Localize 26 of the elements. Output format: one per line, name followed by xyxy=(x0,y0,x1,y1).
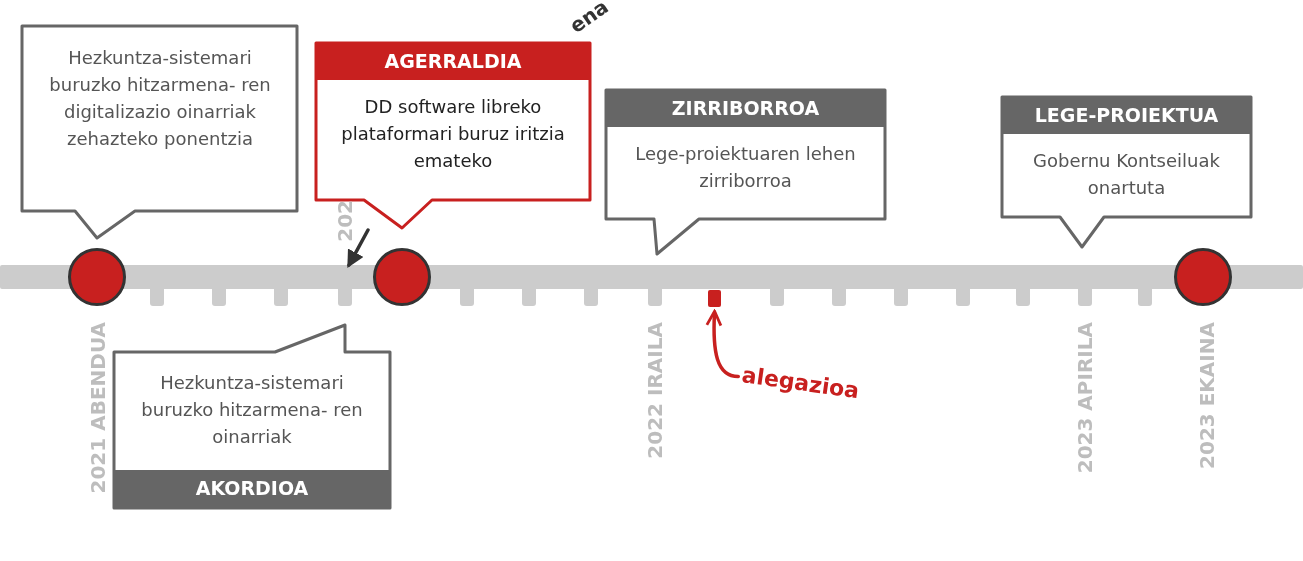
event-mark xyxy=(708,290,721,307)
date-label: 2023 APIRILA xyxy=(1073,322,1097,474)
arrow xyxy=(347,228,370,269)
callout-text: Lege-proiektuaren lehen zirriborroa xyxy=(634,142,857,193)
speech-bubble xyxy=(1000,95,1253,250)
callout-heading: AKORDIOA xyxy=(114,470,390,507)
callout-text: Hezkuntza-sistemari buruzko hitzarmena- ren digitalizazio oinarriak zehazteko ponentzia xyxy=(48,46,272,151)
callout-heading: ZIRRIBORROA xyxy=(606,90,885,127)
callout-text: Gobernu Kontseiluak onartuta xyxy=(1032,149,1221,200)
timeline-marker xyxy=(68,248,126,306)
callout-text: DD software libreko plataformari buruz iritzia emateko xyxy=(340,95,566,173)
annotation-text: ena xyxy=(565,0,613,38)
annotation-text: alegazioa xyxy=(740,362,861,404)
date-label: 202 xyxy=(333,200,357,242)
timeline-marker xyxy=(1174,248,1232,306)
callout-heading: AGERRALDIA xyxy=(316,43,590,80)
date-label: 2021 ABENDUA xyxy=(86,322,110,494)
speech-bubble xyxy=(604,88,887,257)
speech-bubble xyxy=(112,323,392,510)
arrow xyxy=(705,309,740,379)
timeline-marker xyxy=(373,248,431,306)
callout-heading: LEGE-PROIEKTUA xyxy=(1002,97,1251,134)
callout-text: Hezkuntza-sistemari buruzko hitzarmena- ren oinarriak xyxy=(140,371,364,449)
date-label: 2023 EKAINA xyxy=(1195,322,1219,469)
speech-bubble xyxy=(20,24,300,240)
date-label: 2022 IRAILA xyxy=(643,322,667,459)
